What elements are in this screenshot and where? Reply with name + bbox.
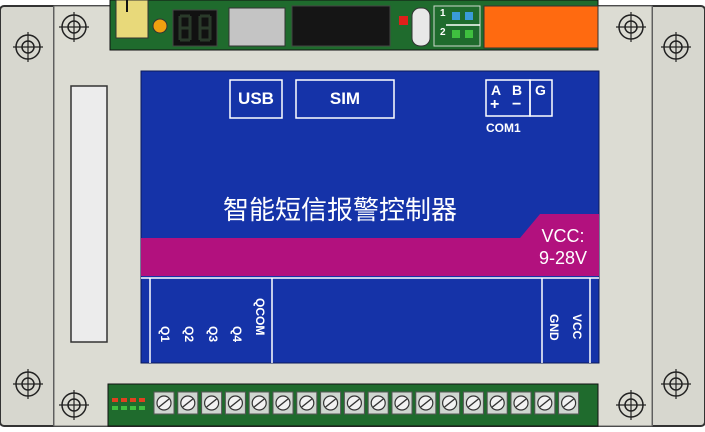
terminal-strip <box>153 391 580 415</box>
jumper-pin1-label: 1 <box>440 8 446 19</box>
mounting-screw-icon <box>616 12 646 42</box>
blue-panel <box>140 70 600 364</box>
segment-digits-icon <box>178 14 212 42</box>
sim-label: SIM <box>329 89 361 108</box>
output-q3-label: Q3 <box>206 326 220 343</box>
terminal-screw-slot <box>277 398 289 408</box>
jumper-pin2-label: 2 <box>440 27 446 38</box>
terminal-screw-slot <box>229 398 241 408</box>
output-qcom-label: QCOM <box>253 298 267 336</box>
orange-connector <box>483 5 599 49</box>
vcc-line1: VCC: <box>541 226 585 246</box>
jumper-blue-2-icon <box>465 12 473 20</box>
com1-label: COM1 <box>486 121 521 135</box>
jumper-green-1-icon <box>452 30 460 38</box>
terminal-screw-slot <box>301 398 313 408</box>
top-yellow-block <box>115 0 149 39</box>
mounting-screw-icon <box>13 32 43 62</box>
com-g-box <box>529 79 553 117</box>
sim-slot-block <box>291 5 391 47</box>
terminal-screw-slot <box>396 398 408 408</box>
jumper-green-2-icon <box>465 30 473 38</box>
com-b-label: B <box>512 82 523 98</box>
terminal-screw-slot <box>253 398 265 408</box>
terminal-screw-slot <box>467 398 479 408</box>
usb-label-box <box>229 79 283 119</box>
mounting-screw-icon <box>661 32 691 62</box>
mounting-screw-icon <box>616 390 646 420</box>
terminal-screw-slot <box>420 398 432 408</box>
red-led-icon <box>399 16 408 25</box>
output-q4-label: Q4 <box>230 326 244 343</box>
terminal-indicator-leds <box>112 398 145 410</box>
terminal-screw-slot <box>158 398 170 408</box>
jumper-blue-1-icon <box>452 12 460 20</box>
mounting-screws <box>13 12 691 420</box>
usb-port-block <box>228 7 286 47</box>
device-title: 智能短信报警控制器 <box>222 196 457 226</box>
terminal-screw-slot <box>444 398 456 408</box>
status-led-icon <box>152 18 168 34</box>
label-window <box>70 85 108 343</box>
mounting-screw-icon <box>13 369 43 399</box>
terminal-screw-slot <box>182 398 194 408</box>
terminal-screw-slot <box>491 398 503 408</box>
terminal-screw-slot <box>563 398 575 408</box>
terminal-screw-slot <box>206 398 218 408</box>
com-a-label: A <box>491 82 502 98</box>
usb-label: USB <box>238 89 274 108</box>
output-q1-label: Q1 <box>158 326 172 343</box>
com-plus-label: + <box>490 96 500 113</box>
terminal-screw-slot <box>325 398 337 408</box>
power-gnd-label: GND <box>547 314 561 341</box>
power-vcc-label: VCC <box>570 314 584 340</box>
vcc-line2: 9-28V <box>538 248 588 268</box>
output-q2-label: Q2 <box>182 326 196 343</box>
com-minus-label: − <box>512 96 522 113</box>
mounting-screw-icon <box>59 12 89 42</box>
sim-label-box <box>295 79 395 119</box>
mounting-screw-icon <box>59 390 89 420</box>
voltage-band <box>141 214 599 276</box>
terminal-screw-slot <box>372 398 384 408</box>
reset-button-icon <box>411 7 431 47</box>
mounting-screw-icon <box>661 369 691 399</box>
terminal-screw-slot <box>539 398 551 408</box>
terminal-screw-slot <box>348 398 360 408</box>
terminal-screw-slot <box>515 398 527 408</box>
com-g-label: G <box>535 82 546 98</box>
